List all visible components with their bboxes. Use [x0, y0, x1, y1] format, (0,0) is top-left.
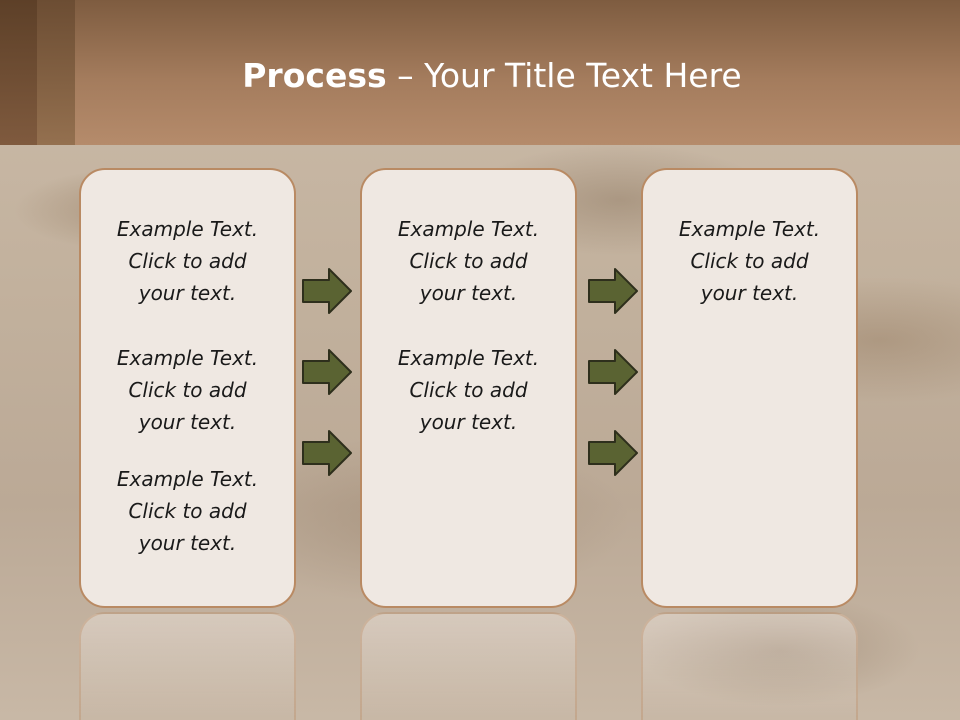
title-bar [0, 0, 960, 145]
text-line: your text. [419, 410, 518, 434]
slide-title[interactable]: Process – Your Title Text Here [0, 56, 960, 96]
text-line: Example Text. [397, 346, 540, 370]
text-line: Click to add [128, 378, 247, 402]
right-arrow-icon [588, 430, 638, 476]
text-line: Click to add [128, 499, 247, 523]
header-stripe-dark [0, 0, 37, 145]
text-line: your text. [138, 531, 237, 555]
text-block-3-1[interactable]: Example Text. Click to add your text. [643, 213, 856, 309]
right-arrow-icon [302, 430, 352, 476]
process-box-2[interactable]: Example Text. Click to add your text. Ex… [360, 168, 577, 608]
text-line: Click to add [690, 249, 809, 273]
right-arrow-icon [588, 349, 638, 395]
text-block-2-1[interactable]: Example Text. Click to add your text. [362, 213, 575, 309]
text-line: Click to add [128, 249, 247, 273]
process-box-3[interactable]: Example Text. Click to add your text. [641, 168, 858, 608]
text-block-1-1[interactable]: Example Text. Click to add your text. [81, 213, 294, 309]
text-line: Example Text. [116, 346, 259, 370]
text-line: Click to add [409, 249, 528, 273]
text-line: your text. [700, 281, 799, 305]
text-block-1-3[interactable]: Example Text. Click to add your text. [81, 463, 294, 559]
process-box-1[interactable]: Example Text. Click to add your text. Ex… [79, 168, 296, 608]
title-bold: Process [242, 56, 387, 95]
right-arrow-icon [588, 268, 638, 314]
text-line: Example Text. [116, 467, 259, 491]
text-line: Example Text. [116, 217, 259, 241]
box-reflection-3 [641, 612, 858, 720]
text-line: Example Text. [678, 217, 821, 241]
text-block-2-2[interactable]: Example Text. Click to add your text. [362, 342, 575, 438]
box-reflection-1 [79, 612, 296, 720]
right-arrow-icon [302, 349, 352, 395]
text-block-1-2[interactable]: Example Text. Click to add your text. [81, 342, 294, 438]
text-line: your text. [138, 281, 237, 305]
text-line: Example Text. [397, 217, 540, 241]
text-line: your text. [138, 410, 237, 434]
box-reflection-2 [360, 612, 577, 720]
header-stripe-medium [37, 0, 75, 145]
title-rest: – Your Title Text Here [386, 56, 742, 95]
text-line: your text. [419, 281, 518, 305]
right-arrow-icon [302, 268, 352, 314]
text-line: Click to add [409, 378, 528, 402]
